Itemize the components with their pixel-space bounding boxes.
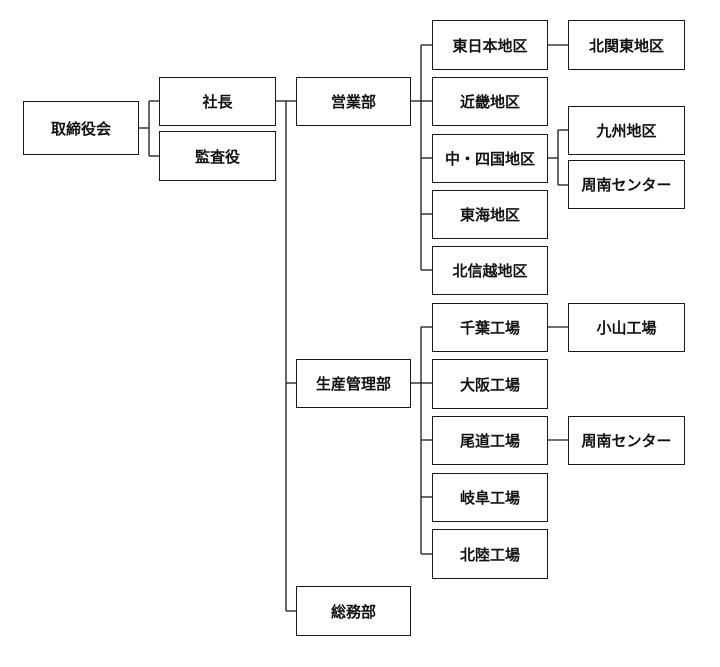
node-label: 北関東地区 bbox=[588, 36, 664, 55]
node-label: 北陸工場 bbox=[459, 545, 520, 564]
node-label: 周南センター bbox=[581, 432, 672, 450]
node-label: 近畿地区 bbox=[459, 93, 520, 111]
node-onomichi-factory: 尾道工場 bbox=[432, 416, 548, 465]
node-label: 岐阜工場 bbox=[459, 489, 520, 507]
node-label: 生産管理部 bbox=[315, 375, 391, 393]
node-label: 九州地区 bbox=[596, 122, 657, 140]
node-label: 取締役会 bbox=[50, 119, 111, 138]
node-label: 監査役 bbox=[194, 147, 240, 166]
node-label: 東海地区 bbox=[459, 206, 520, 224]
node-hokuriku-factory: 北陸工場 bbox=[432, 529, 548, 579]
node-general-affairs: 総務部 bbox=[296, 586, 411, 636]
node-east-japan-region: 東日本地区 bbox=[432, 20, 548, 70]
node-label: 小山工場 bbox=[596, 319, 657, 337]
node-board-of-directors: 取締役会 bbox=[23, 101, 139, 155]
node-auditor: 監査役 bbox=[159, 131, 276, 181]
node-sales-department: 営業部 bbox=[296, 77, 411, 126]
node-label: 営業部 bbox=[330, 93, 376, 111]
node-label: 千葉工場 bbox=[459, 319, 520, 337]
node-label: 周南センター bbox=[581, 176, 672, 194]
node-label: 東日本地区 bbox=[452, 36, 528, 55]
node-kyushu-region: 九州地区 bbox=[568, 106, 685, 155]
node-shunan-center-production: 周南センター bbox=[568, 416, 685, 465]
node-president: 社長 bbox=[159, 77, 276, 126]
node-chiba-factory: 千葉工場 bbox=[432, 303, 548, 352]
node-shunan-center-sales: 周南センター bbox=[568, 160, 685, 209]
node-hokushinetsu-region: 北信越地区 bbox=[432, 246, 548, 295]
node-label: 尾道工場 bbox=[459, 432, 520, 450]
node-label: 大阪工場 bbox=[459, 375, 520, 394]
node-production-department: 生産管理部 bbox=[296, 359, 411, 408]
node-kinki-region: 近畿地区 bbox=[432, 77, 548, 126]
node-kita-kanto-region: 北関東地区 bbox=[568, 20, 685, 70]
node-chugoku-shikoku-region: 中・四国地区 bbox=[432, 134, 548, 183]
node-tokai-region: 東海地区 bbox=[432, 190, 548, 239]
node-osaka-factory: 大阪工場 bbox=[432, 359, 548, 409]
node-label: 中・四国地区 bbox=[444, 150, 535, 168]
node-label: 総務部 bbox=[330, 602, 376, 621]
node-oyama-factory: 小山工場 bbox=[568, 303, 685, 352]
node-label: 社長 bbox=[202, 93, 233, 111]
node-label: 北信越地区 bbox=[452, 262, 528, 280]
node-gifu-factory: 岐阜工場 bbox=[432, 473, 548, 522]
